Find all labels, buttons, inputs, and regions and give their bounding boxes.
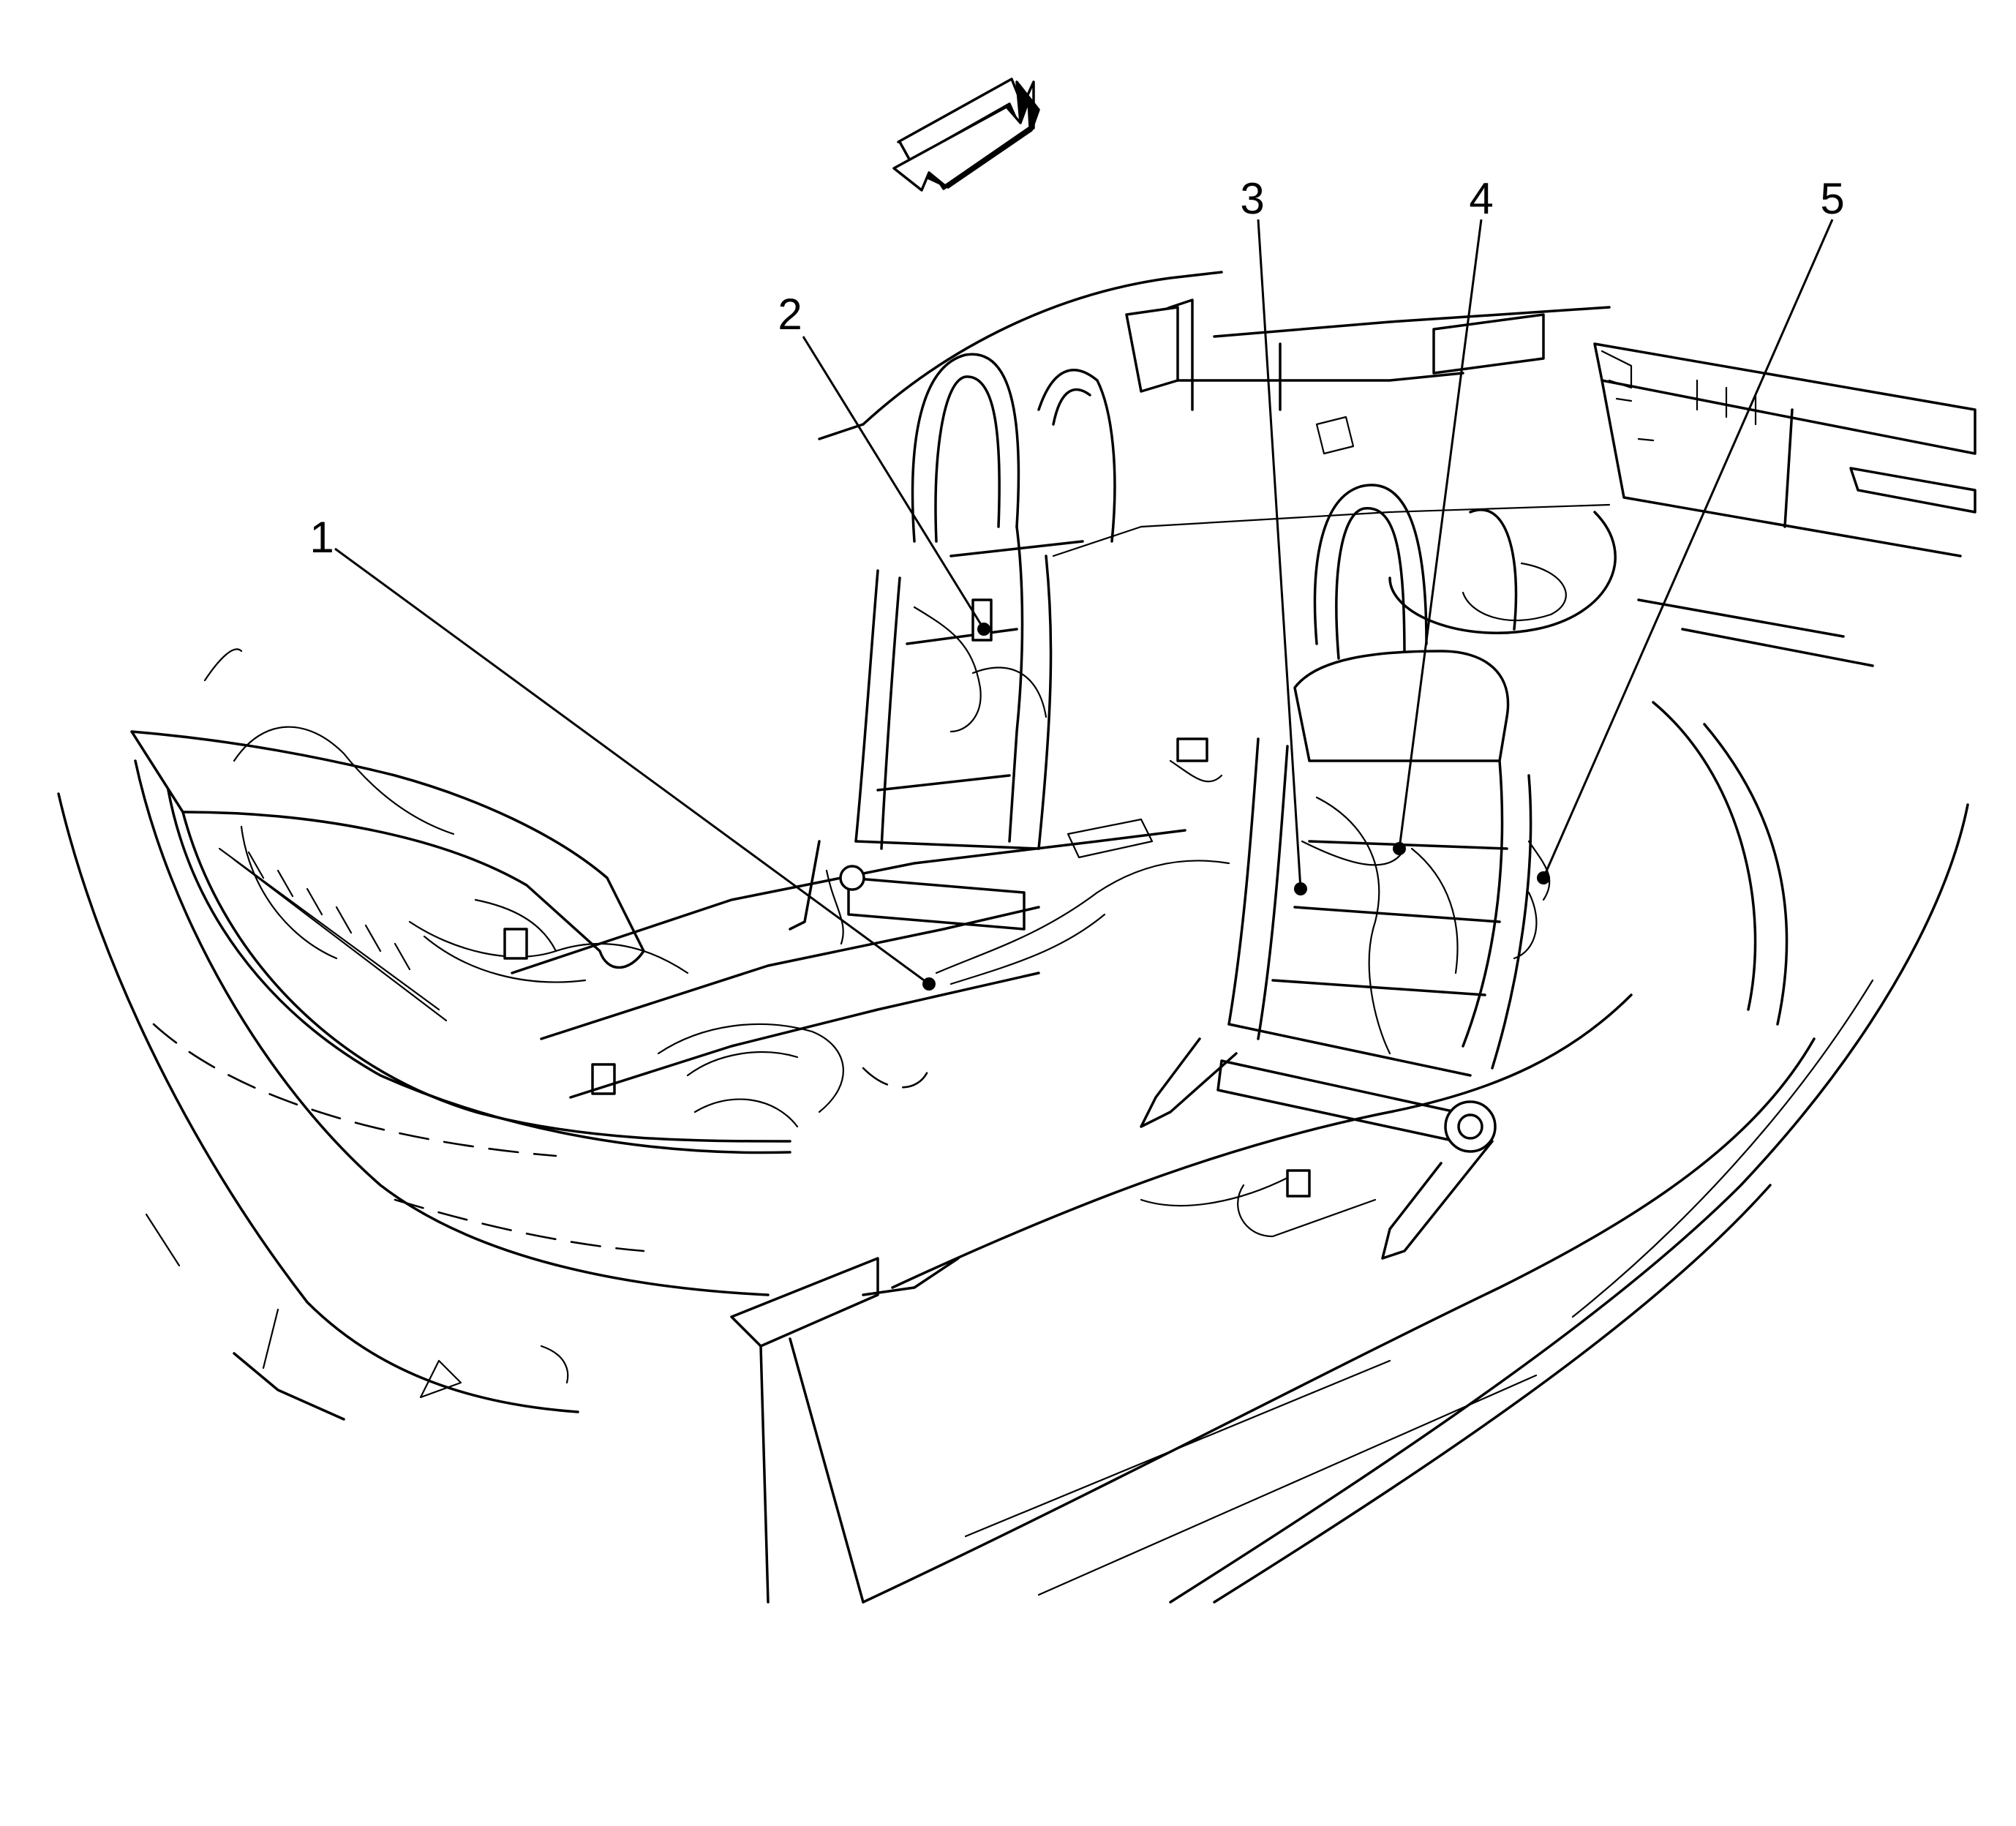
callout-3: 3 (1240, 174, 1264, 223)
leader-lines (334, 219, 1834, 991)
callout-1: 1 (309, 513, 334, 562)
rear-bulkhead (818, 271, 1976, 667)
leader-point-4 (1393, 842, 1406, 855)
leader-line-4 (1398, 219, 1483, 849)
leader-point-1 (922, 977, 936, 991)
center-console (511, 701, 1969, 1604)
leader-point-5 (1537, 871, 1550, 884)
callout-2: 2 (778, 290, 802, 339)
leader-line-3 (1257, 219, 1302, 890)
leader-point-2 (977, 623, 990, 636)
leader-line-2 (802, 336, 985, 630)
leader-point-3 (1294, 882, 1307, 895)
floor-wiring-harness (935, 737, 1551, 985)
leader-line-5 (1542, 219, 1834, 879)
vehicle-body-outline (57, 648, 791, 1421)
right-seat-frame (1140, 484, 1532, 1260)
left-seat-frame (789, 353, 1116, 945)
front-direction-arrow-icon (892, 78, 1040, 192)
callout-5: 5 (1820, 174, 1844, 223)
callout-labels: 1 2 3 4 5 (309, 174, 1844, 562)
leader-line-1 (334, 547, 930, 985)
callout-4: 4 (1469, 174, 1493, 223)
